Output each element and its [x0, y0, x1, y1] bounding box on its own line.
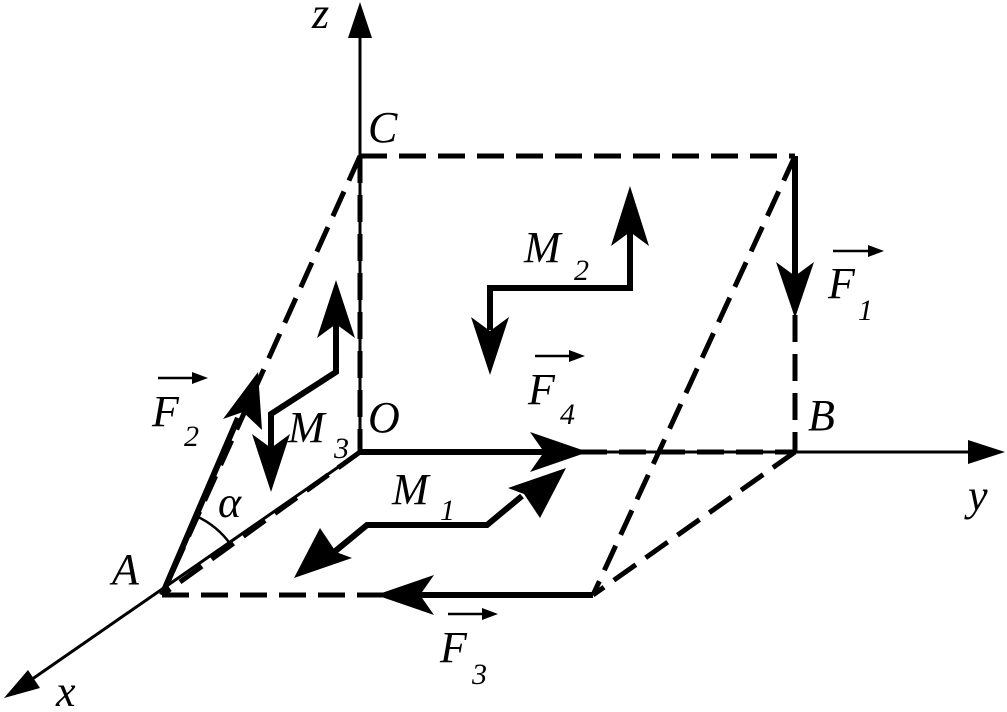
moment-label-m2: M 2	[523, 223, 589, 287]
svg-text:1: 1	[858, 294, 873, 327]
force-f4-arrow	[360, 432, 588, 472]
force-label-f4: F 4	[527, 350, 585, 431]
axis-label-y: y	[964, 471, 988, 520]
moment-label-m1: M 1	[391, 465, 455, 527]
dashed-frame	[159, 153, 798, 598]
z-axis	[348, 2, 372, 452]
svg-text:2: 2	[184, 420, 199, 453]
point-label-b: B	[808, 391, 835, 440]
svg-text:F: F	[151, 387, 180, 436]
moment-m1-arrows	[294, 468, 566, 578]
svg-text:F: F	[527, 365, 556, 414]
point-label-c: C	[368, 103, 398, 152]
force-label-f1: F 1	[827, 245, 884, 327]
svg-text:1: 1	[440, 494, 455, 527]
angle-alpha-arc	[195, 514, 233, 546]
moment-m2-arrows	[471, 186, 649, 375]
axis-label-x: x	[55, 667, 76, 712]
svg-text:4: 4	[560, 398, 575, 431]
force-label-f3: F 3	[439, 608, 498, 691]
moment-m3-arrows	[252, 280, 355, 492]
svg-text:2: 2	[574, 254, 589, 287]
force-label-f2: F 2	[151, 372, 208, 453]
point-label-a: A	[109, 545, 140, 594]
force-f3-arrow	[376, 575, 593, 615]
svg-text:F: F	[439, 623, 468, 672]
svg-text:M: M	[523, 223, 563, 272]
svg-text:M: M	[287, 403, 327, 452]
moment-label-m3: M 3	[287, 403, 349, 465]
angle-label-alpha: α	[218, 478, 242, 527]
force-f2-arrow	[159, 372, 262, 597]
x-axis	[4, 450, 361, 698]
axis-label-z: z	[311, 0, 329, 38]
svg-text:M: M	[391, 465, 431, 514]
point-label-o: O	[368, 393, 400, 442]
force-f1-arrow	[776, 156, 814, 318]
svg-text:F: F	[827, 259, 856, 308]
svg-text:3: 3	[333, 432, 349, 465]
svg-text:3: 3	[471, 658, 487, 691]
